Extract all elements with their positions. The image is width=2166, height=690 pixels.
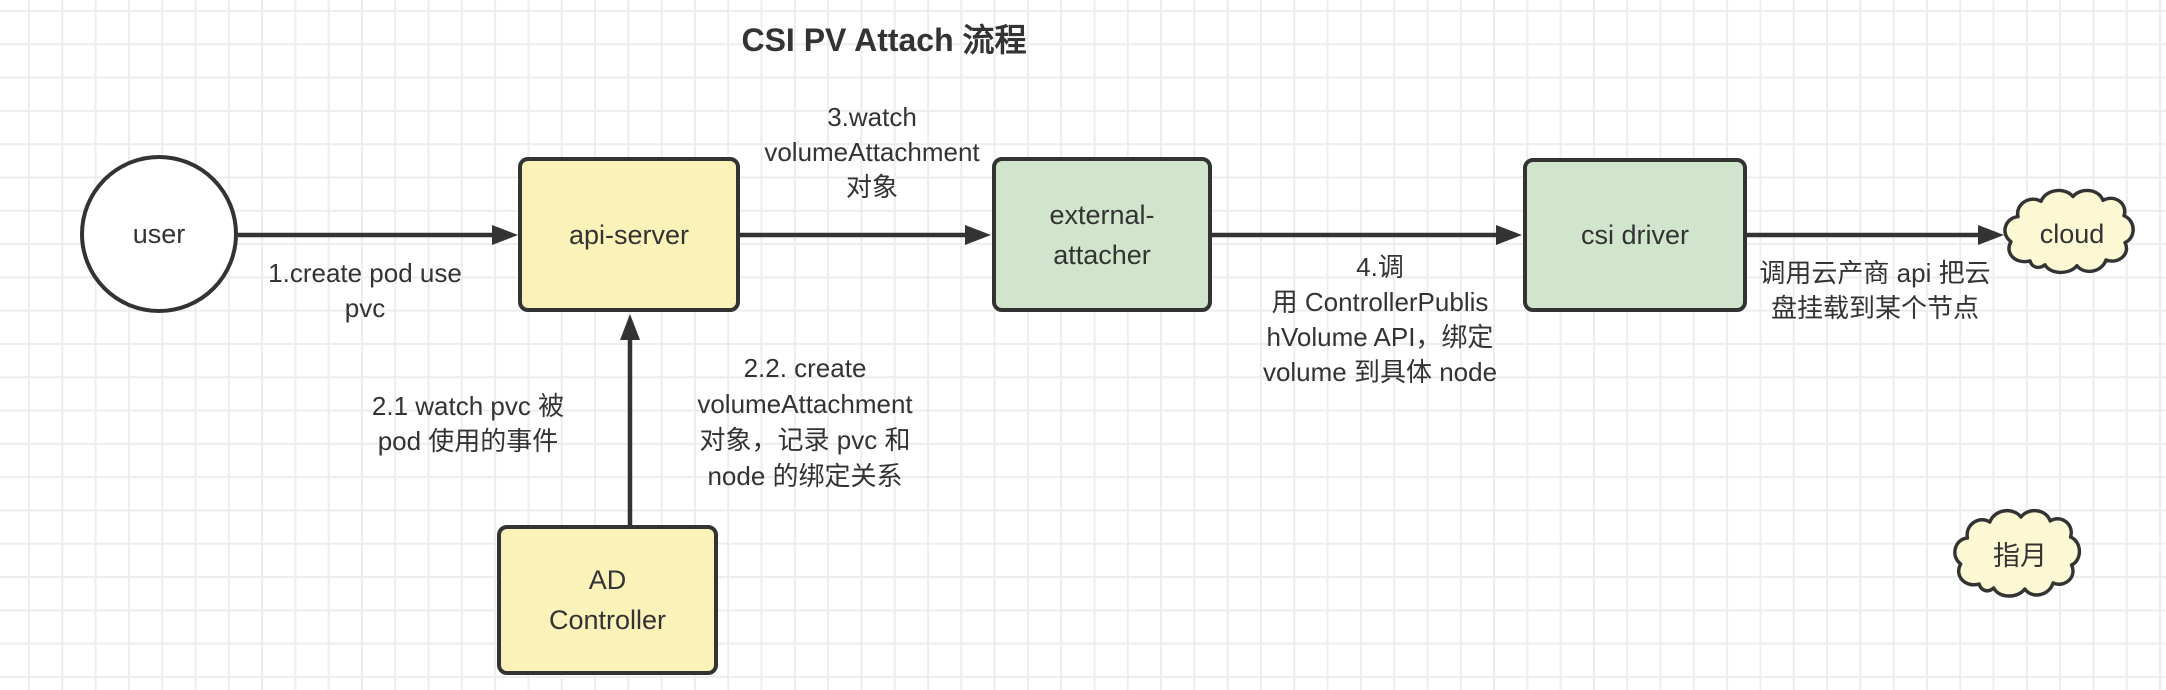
edge-label-create-pod-use-pvc[interactable]: 1.create pod use pvc — [268, 258, 462, 323]
api-server-node[interactable]: api-server — [518, 157, 740, 312]
user-label: user — [132, 219, 186, 249]
edge-label-create-volumeattachment[interactable]: 2.2. create volumeAttachment 对象，记录 pvc 和… — [697, 353, 913, 491]
zhiyue-label: 指月 — [1993, 541, 2047, 571]
edge-label-watch-volumeattachment[interactable]: 3.watch volumeAttachment 对象 — [764, 102, 980, 202]
cloud-label: cloud — [2039, 219, 2105, 249]
arrow-user-to-api-server[interactable] — [238, 225, 518, 245]
csi-driver-label: csi driver — [1580, 220, 1689, 250]
edge-label-call-cloud-api[interactable]: 调用云产商 api 把云 盘挂载到某个节点 — [1759, 258, 1991, 323]
external-attacher-node[interactable]: external- attacher — [992, 157, 1212, 312]
user-node[interactable]: user — [80, 155, 238, 313]
ad-controller-label: AD Controller — [548, 565, 667, 635]
arrow-api-server-to-external-attacher[interactable] — [740, 225, 991, 245]
external-attacher-label: external- attacher — [1049, 199, 1155, 270]
edge-label-controllerpublishvolume[interactable]: 4.调 用 ControllerPublis hVolume API，绑定 vo… — [1262, 252, 1498, 387]
arrow-external-attacher-to-csi-driver[interactable] — [1212, 225, 1522, 245]
diagram-title: CSI PV Attach 流程 — [741, 22, 1027, 58]
zhiyue-cloud-node[interactable]: 指月 — [1950, 506, 2090, 606]
csi-driver-node[interactable]: csi driver — [1523, 158, 1747, 312]
cloud-icon — [2003, 188, 2135, 275]
edge-label-watch-pvc-event[interactable]: 2.1 watch pvc 被 pod 使用的事件 — [371, 391, 565, 456]
cloud-node[interactable]: cloud — [2000, 186, 2144, 282]
ad-controller-node[interactable]: AD Controller — [497, 525, 718, 675]
arrow-ad-controller-to-api-server[interactable] — [620, 314, 640, 525]
cloud-icon — [1953, 508, 2082, 598]
api-server-label: api-server — [568, 219, 690, 250]
arrow-csi-driver-to-cloud[interactable] — [1747, 225, 2004, 245]
